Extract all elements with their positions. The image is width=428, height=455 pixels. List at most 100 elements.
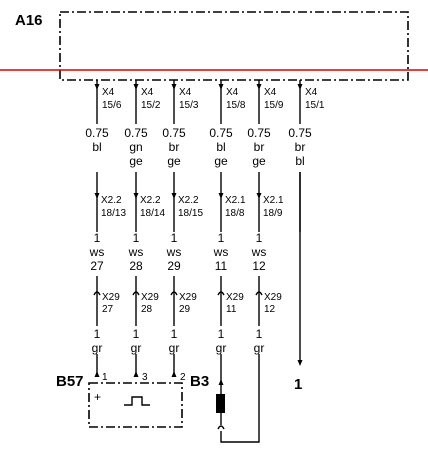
wire-2-x4-arrow xyxy=(133,84,139,90)
wire-4-x29-pin: 11 xyxy=(226,304,237,315)
wire-4-color-2: ge xyxy=(214,154,228,168)
wire-3-x29-pin: 29 xyxy=(179,304,191,315)
wire-3-x4-arrow xyxy=(171,84,177,90)
wire-2-terminal-pin: 28 xyxy=(129,259,143,273)
wire-5-mid-pin: 18/9 xyxy=(263,208,283,219)
wire-4-bottom-num: 1 xyxy=(218,327,225,341)
wire-4-mid-arrow xyxy=(218,193,224,199)
wire-3-terminal-num: 1 xyxy=(171,231,178,245)
wire-2-mid-pin: 18/14 xyxy=(140,208,165,219)
wire-2-color-2: ge xyxy=(129,154,143,168)
wire-4-bottom-color: gr xyxy=(216,341,227,355)
wire-5-gauge: 0.75 xyxy=(247,126,271,140)
wire-2-color-1: gn xyxy=(129,140,142,154)
wire-1-x29-hook xyxy=(93,291,101,296)
wire-6-color-1: br xyxy=(295,140,306,154)
wire-2-bottom-num: 1 xyxy=(133,327,140,341)
wire-3-x4-pin: 15/3 xyxy=(179,100,199,111)
wire-4-x4-label: X4 xyxy=(226,87,239,98)
wire-columns: X415/60.75blX2.218/131ws27X29271grX415/2… xyxy=(85,80,325,443)
a16-label: A16 xyxy=(15,12,43,29)
wire-3-terminal-pin: 29 xyxy=(167,259,181,273)
wire-4-x29-hook xyxy=(217,291,225,296)
wire-5-mid-connector: X2.1 xyxy=(263,195,284,206)
wire-3-mid-arrow xyxy=(171,193,177,199)
wire-1-bottom-color: gr xyxy=(92,341,103,355)
wire-1-x29-pin: 27 xyxy=(102,304,114,315)
wire-3-bottom-num: 1 xyxy=(171,327,178,341)
wire-3-bottom-color: gr xyxy=(169,341,180,355)
wire-3-x29-hook xyxy=(170,291,178,296)
b57-pin-1-label: 1 xyxy=(102,372,108,383)
b57-pin-3-label: 3 xyxy=(142,372,148,383)
b57-plus-sign: + xyxy=(94,390,101,404)
wire-1-mid-pin: 18/13 xyxy=(101,208,126,219)
wire-5-terminal-color: ws xyxy=(251,245,267,259)
b57-label: B57 xyxy=(56,373,84,390)
wire-2-terminal-num: 1 xyxy=(133,231,140,245)
b57-pin-2-label: 2 xyxy=(180,372,186,383)
wire-1-bottom-num: 1 xyxy=(94,327,101,341)
wire-4-x29-label: X29 xyxy=(226,292,244,303)
wire-1-terminal-color: ws xyxy=(89,245,105,259)
wire-3-mid-pin: 18/15 xyxy=(178,208,203,219)
wire-4-terminal-color: ws xyxy=(213,245,229,259)
a16-module-outline xyxy=(59,11,409,81)
wire-5-terminal-pin: 12 xyxy=(252,259,266,273)
wire-1-x4-pin: 15/6 xyxy=(102,100,122,111)
wire-4-mid-pin: 18/8 xyxy=(225,208,245,219)
b3-return-wire xyxy=(220,385,260,443)
wire-5-x4-pin: 15/9 xyxy=(264,100,284,111)
wire-5-terminal-num: 1 xyxy=(256,231,263,245)
b3-top-arrow xyxy=(218,379,224,385)
wire-1-terminal-pin: 27 xyxy=(90,259,104,273)
wire-1-x4-label: X4 xyxy=(102,87,115,98)
wire-4-color-1: bl xyxy=(216,140,225,154)
b57-pin-1-arrow xyxy=(94,371,100,377)
wire-6-color-2: bl xyxy=(295,154,304,168)
wire-5-x29-hook xyxy=(255,291,263,296)
wire-3-mid-connector: X2.2 xyxy=(178,195,199,206)
wire-4-terminal-num: 1 xyxy=(218,231,225,245)
b57-pin-2-arrow xyxy=(133,371,139,377)
wire-2-mid-arrow xyxy=(133,193,139,199)
wire-5-bottom-color: gr xyxy=(254,341,265,355)
wire-5-color-2: ge xyxy=(252,154,266,168)
b57-pin-3-arrow xyxy=(171,371,177,377)
ref-1-label: 1 xyxy=(294,376,302,393)
wire-6-gauge: 0.75 xyxy=(288,126,312,140)
wire-5-x4-label: X4 xyxy=(264,87,277,98)
wire-2-x4-pin: 15/2 xyxy=(141,100,161,111)
wire-5-x29-pin: 12 xyxy=(264,304,276,315)
wire-3-gauge: 0.75 xyxy=(162,126,186,140)
wire-3-color-2: ge xyxy=(167,154,181,168)
wire-2-x29-hook xyxy=(132,291,140,296)
wire-3-x4-label: X4 xyxy=(179,87,192,98)
wire-2-terminal-color: ws xyxy=(128,245,144,259)
b3-label: B3 xyxy=(190,373,209,390)
wire-5-mid-arrow xyxy=(256,193,262,199)
wire-4-mid-connector: X2.1 xyxy=(225,195,246,206)
b57-sensor-outline xyxy=(88,382,183,428)
wire-2-gauge: 0.75 xyxy=(124,126,148,140)
wire-2-x4-label: X4 xyxy=(141,87,154,98)
wire-1-x4-arrow xyxy=(94,84,100,90)
wire-2-bottom-color: gr xyxy=(131,341,142,355)
b57-hall-symbol xyxy=(124,396,150,406)
wire-3-terminal-color: ws xyxy=(166,245,182,259)
wire-2-x29-pin: 28 xyxy=(141,304,153,315)
wire-1-x29-label: X29 xyxy=(102,292,120,303)
wire-6-x4-pin: 15/1 xyxy=(305,100,325,111)
wire-3-x29-label: X29 xyxy=(179,292,197,303)
wire-5-x29-label: X29 xyxy=(264,292,282,303)
wire-6-x4-arrow xyxy=(297,84,303,90)
wire-4-x4-pin: 15/8 xyxy=(226,100,246,111)
wire-4-x4-arrow xyxy=(218,84,224,90)
wire-4-terminal-pin: 11 xyxy=(215,259,228,273)
wire-2-mid-connector: X2.2 xyxy=(140,195,161,206)
wire-5-color-1: br xyxy=(254,140,265,154)
wire-2-x29-label: X29 xyxy=(141,292,159,303)
b3-bottom-hook xyxy=(217,425,225,430)
wire-6-continuation-arrow xyxy=(297,360,303,366)
